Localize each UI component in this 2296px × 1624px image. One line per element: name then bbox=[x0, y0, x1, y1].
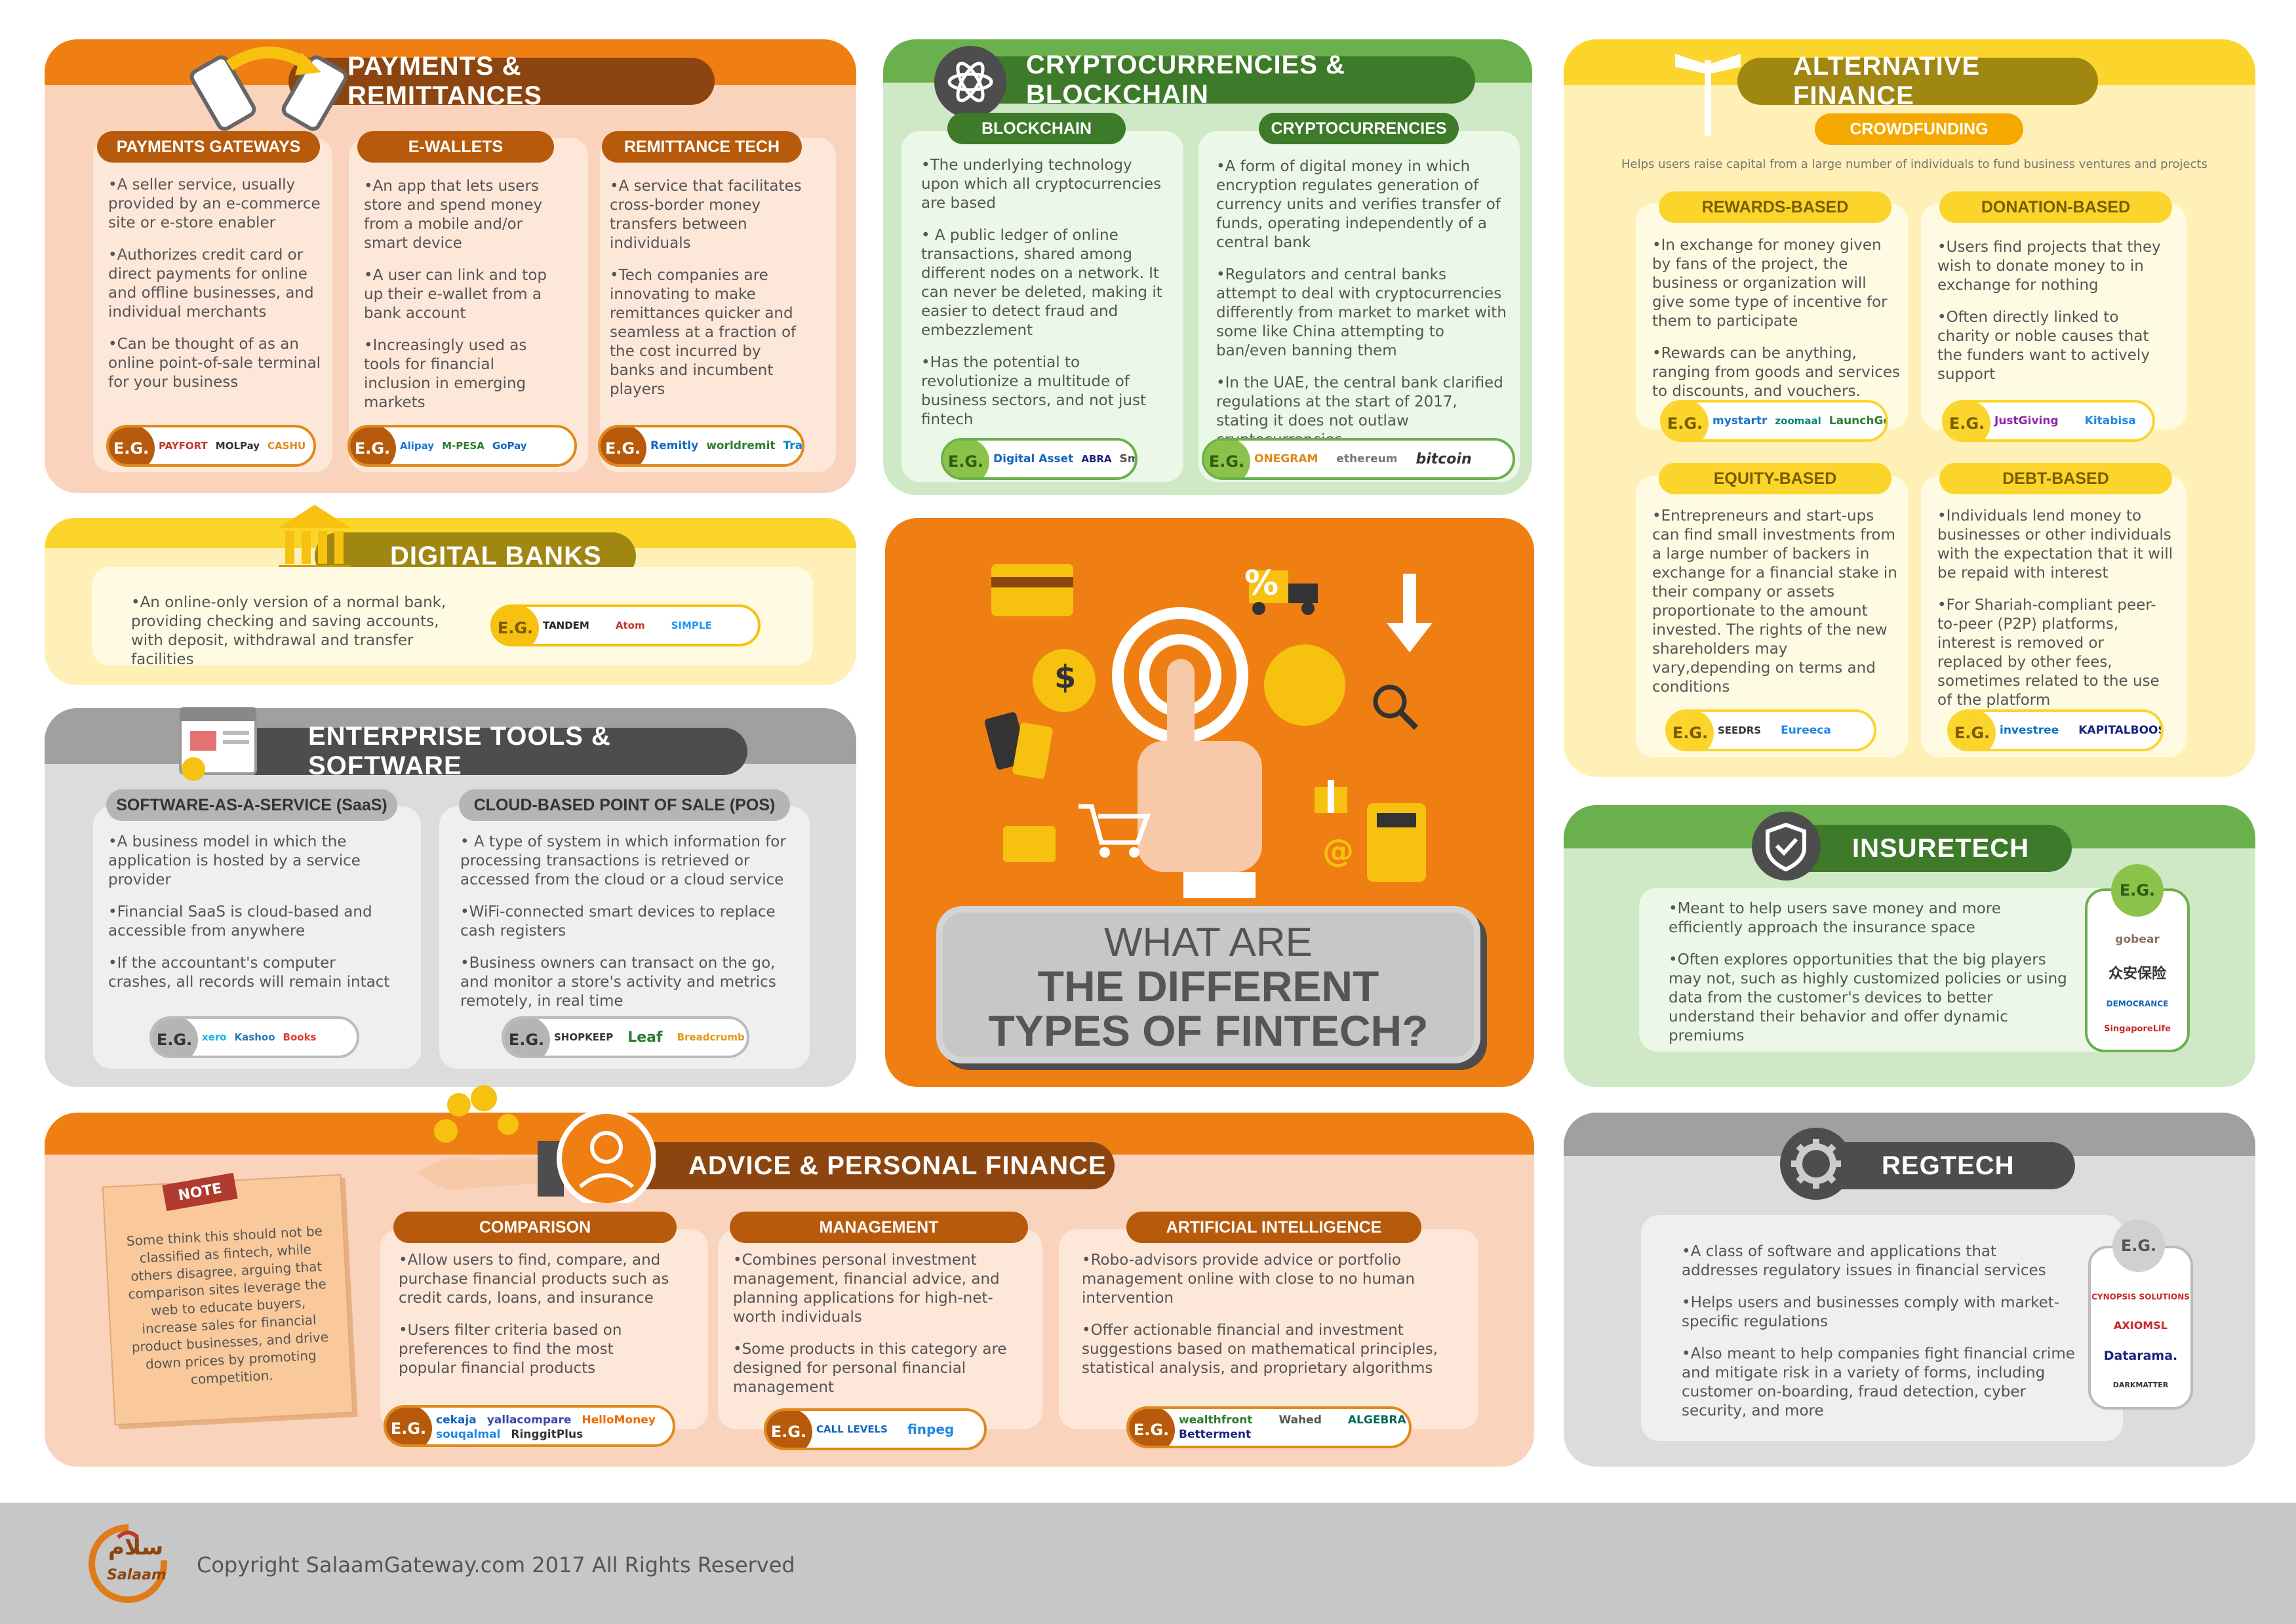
equity-bullets: Entrepreneurs and start-ups can find sma… bbox=[1652, 507, 1901, 710]
pos-examples: E.G. SHOPKEEP Leaf Breadcrumb bbox=[502, 1016, 749, 1058]
at-glyph: @ bbox=[1322, 833, 1354, 869]
donation-examples: E.G. JustGiving Kitabisa bbox=[1942, 400, 2155, 442]
center-title-box: WHAT ARE THE DIFFERENT TYPES OF FINTECH? bbox=[936, 906, 1480, 1063]
remittance-title: REMITTANCE TECH bbox=[602, 131, 802, 163]
debt-examples: E.G. investree KAPITALBOOST bbox=[1947, 709, 2164, 751]
crowdfunding-title: CROWDFUNDING bbox=[1815, 113, 2023, 145]
payments-title: PAYMENTS & REMITTANCES bbox=[288, 52, 715, 110]
saas-bullets: A business model in which the applicatio… bbox=[108, 833, 397, 1005]
ai-bullets: Robo-advisors provide advice or portfoli… bbox=[1082, 1251, 1449, 1391]
equity-title: EQUITY-BASED bbox=[1659, 463, 1891, 494]
gateways-title: PAYMENTS GATEWAYS bbox=[97, 131, 320, 163]
donation-bullets: Users find projects that they wish to do… bbox=[1937, 238, 2173, 397]
atom-icon bbox=[934, 46, 1006, 118]
advice-title: ADVICE & PERSONAL FINANCE bbox=[590, 1142, 1115, 1189]
saas-examples: E.G. xero Kashoo Books bbox=[149, 1016, 359, 1058]
remittance-bullets: A service that facilitates cross-border … bbox=[610, 177, 810, 412]
center-line2: THE DIFFERENT bbox=[1037, 962, 1379, 1010]
saas-title: SOFTWARE-AS-A-SERVICE (SaaS) bbox=[106, 789, 397, 821]
blockchain-examples: E.G. Digital Asset ABRA Smart Contract bbox=[941, 438, 1138, 480]
gateways-examples: E.G. PAYFORT MOLPay CASHU bbox=[106, 425, 316, 467]
regtech-eg-badge: E.G. bbox=[2112, 1219, 2165, 1272]
rewards-bullets: In exchange for money given by fans of t… bbox=[1652, 236, 1901, 414]
rewards-title: REWARDS-BASED bbox=[1659, 191, 1891, 223]
remittance-examples: E.G. Remitly worldremit TransferWise bbox=[598, 425, 804, 467]
footer bbox=[0, 1503, 2296, 1624]
insuretech-eg-badge: E.G. bbox=[2111, 864, 2164, 917]
regtech-examples: CYNOPSIS SOLUTIONS AXIOMSL Datarama. DAR… bbox=[2088, 1246, 2193, 1410]
management-bullets: Combines personal investment management,… bbox=[733, 1251, 1031, 1410]
center-line3: TYPES OF FINTECH? bbox=[988, 1006, 1429, 1055]
alt-finance-title: ALTERNATIVE FINANCE bbox=[1737, 52, 2098, 110]
comparison-examples: E.G. cekaja yallacompare HelloMoney souq… bbox=[384, 1405, 675, 1447]
management-examples: E.G. CALL LEVELS finpeg bbox=[764, 1408, 987, 1450]
insuretech-bullets: Meant to help users save money and more … bbox=[1669, 900, 2068, 1059]
ai-title: ARTIFICIAL INTELLIGENCE bbox=[1126, 1212, 1421, 1243]
software-window-icon bbox=[179, 707, 257, 781]
crowdfunding-desc: Helps users raise capital from a large n… bbox=[1621, 157, 2207, 171]
gateways-bullets: A seller service, usually provided by an… bbox=[108, 176, 321, 405]
debt-title: DEBT-BASED bbox=[1939, 463, 2172, 494]
dollar-coin-glyph: $ bbox=[1054, 659, 1077, 696]
pos-title: CLOUD-BASED POINT OF SALE (POS) bbox=[459, 789, 790, 821]
copyright-text: Copyright SalaamGateway.com 2017 All Rig… bbox=[197, 1553, 795, 1577]
percent-glyph: % bbox=[1244, 564, 1279, 603]
rewards-examples: E.G. mystartr zoomaal LaunchGood bbox=[1660, 400, 1888, 442]
shield-icon bbox=[1752, 812, 1821, 881]
management-title: MANAGEMENT bbox=[730, 1212, 1028, 1243]
blockchain-bullets: The underlying technology upon which all… bbox=[921, 156, 1174, 443]
salaam-logo bbox=[89, 1524, 167, 1603]
donation-title: DONATION-BASED bbox=[1939, 191, 2172, 223]
signpost-icon bbox=[1675, 54, 1741, 136]
blockchain-title: BLOCKCHAIN bbox=[947, 113, 1126, 144]
crypto-title: CRYPTOCURRENCIES & BLOCKCHAIN bbox=[970, 50, 1475, 109]
hand-coins-icon bbox=[416, 1085, 656, 1203]
enterprise-title: ENTERPRISE TOOLS & SOFTWARE bbox=[233, 722, 747, 780]
gear-icon bbox=[1780, 1128, 1852, 1200]
center-line1: WHAT ARE bbox=[1103, 920, 1313, 965]
note-card: Some think this should not be classified… bbox=[102, 1174, 354, 1426]
comparison-bullets: Allow users to find, compare, and purcha… bbox=[399, 1251, 674, 1391]
digital-banks-examples: E.G. TANDEM Atom SIMPLE bbox=[490, 604, 761, 646]
ewallets-examples: E.G. Alipay M-PESA GoPay bbox=[347, 425, 577, 467]
fintech-hand-illustration bbox=[984, 564, 1433, 898]
ewallets-title: E-WALLETS bbox=[357, 131, 554, 163]
digital-banks-bullets: An online-only version of a normal bank,… bbox=[131, 593, 459, 683]
comparison-title: COMPARISON bbox=[393, 1212, 677, 1243]
regtech-bullets: A class of software and applications tha… bbox=[1682, 1242, 2075, 1434]
cryptocurrencies-title: CRYPTOCURRENCIES bbox=[1259, 113, 1459, 144]
pos-bullets: A type of system in which information fo… bbox=[460, 833, 788, 1024]
salaam-logo-arabic: سلام bbox=[108, 1534, 164, 1560]
equity-examples: E.G. SEEDRS Eureeca bbox=[1665, 709, 1876, 751]
cryptocurrencies-examples: E.G. ONEGRAM ethereum bitcoin bbox=[1202, 438, 1515, 480]
debt-bullets: Individuals lend money to businesses or … bbox=[1937, 507, 2173, 723]
ai-examples: E.G. wealthfront Wahed ALGEBRA Bettermen… bbox=[1126, 1406, 1412, 1448]
salaam-logo-text: Salaam bbox=[107, 1567, 167, 1583]
phones-transfer-icon bbox=[190, 47, 347, 131]
ewallets-bullets: An app that lets users store and spend m… bbox=[364, 177, 554, 426]
note-text: Some think this should not be classified… bbox=[126, 1223, 329, 1388]
cryptocurrencies-bullets: A form of digital money in which encrypt… bbox=[1216, 157, 1511, 463]
